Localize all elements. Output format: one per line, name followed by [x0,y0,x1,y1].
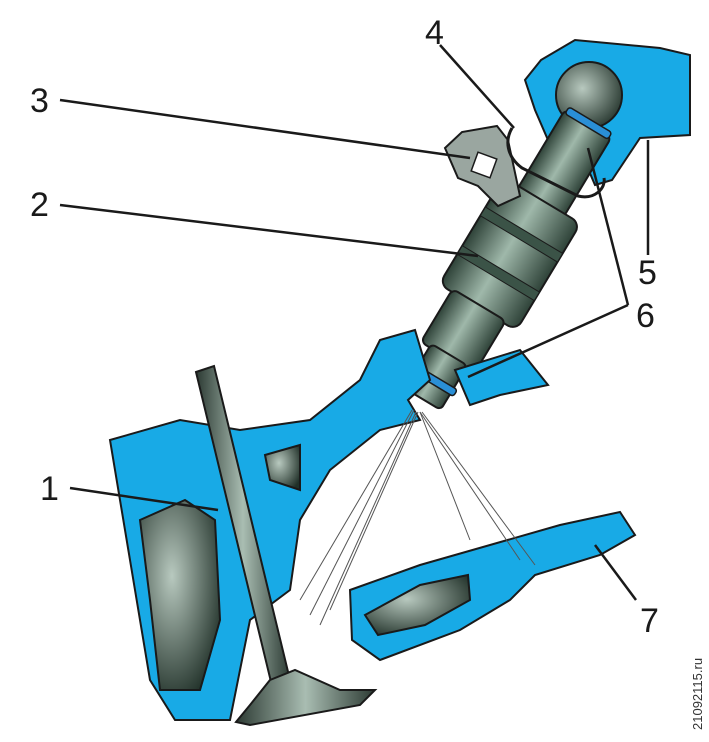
callout-6: 6 [636,297,655,335]
callout-7: 7 [640,602,659,640]
fuel-spray [299,409,536,626]
mounting-bracket [443,124,522,208]
fuel-injector [405,107,612,410]
callout-1: 1 [40,470,59,508]
cylinder-head-casting [108,328,550,721]
callout-3: 3 [30,82,49,120]
callout-labels: 3 2 4 5 6 1 7 [30,14,659,640]
callout-leaders [59,44,650,601]
intake-pipe-section [348,510,637,662]
intake-valve [194,364,378,727]
callout-2: 2 [30,186,49,224]
callout-5: 5 [638,254,657,292]
watermark: 21092115.ru [690,658,705,730]
callout-4: 4 [425,14,444,52]
retaining-clip [506,127,606,199]
